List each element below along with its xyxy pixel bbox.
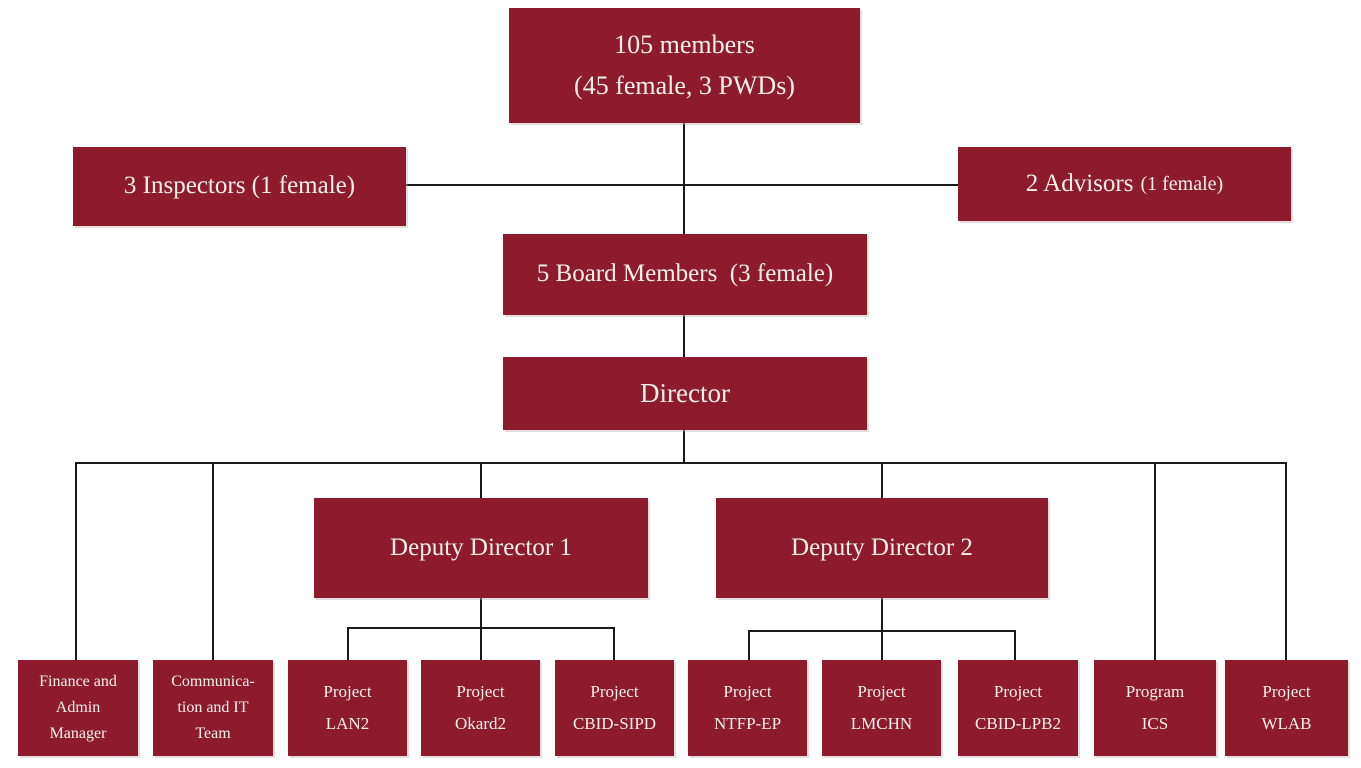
connector-board-director (683, 315, 685, 357)
connector-inspectors-advisors (406, 184, 958, 186)
node-project-lmchn: Project LMCHN (822, 660, 941, 756)
connector-deputy1-cbid-sipd (613, 627, 615, 660)
connector-rail-finance (75, 462, 77, 660)
connector-deputy2-cbid-lpb2 (1014, 630, 1016, 660)
connector-rail-wlab (1285, 462, 1287, 660)
node-advisors-sub: (1 female) (1140, 172, 1224, 195)
node-advisors-main: 2 Advisors (1025, 169, 1134, 197)
node-deputy-director-2: Deputy Director 2 (716, 498, 1048, 598)
connector-rail-comms (212, 462, 214, 660)
node-advisors: 2 Advisors (1 female) (958, 147, 1291, 221)
connector-deputy1-stem (480, 598, 482, 628)
connector-deputy1-lan2 (347, 627, 349, 660)
node-members: 105 members (45 female, 3 PWDs) (509, 8, 860, 123)
connector-deputy2-lmchn (881, 630, 883, 660)
node-project-lan2: Project LAN2 (288, 660, 407, 756)
connector-main-rail (75, 462, 1287, 464)
connector-members-board (683, 123, 685, 234)
node-program-ics: Program ICS (1094, 660, 1216, 756)
node-board-members: 5 Board Members (3 female) (503, 234, 867, 315)
connector-director-rail (683, 430, 685, 463)
node-project-wlab: Project WLAB (1225, 660, 1348, 756)
connector-deputy2-ntfp-ep (748, 630, 750, 660)
node-communication-it-team: Communica- tion and IT Team (153, 660, 273, 756)
node-finance-admin-manager: Finance and Admin Manager (18, 660, 138, 756)
node-project-okard2: Project Okard2 (421, 660, 540, 756)
connector-deputy2-stem (881, 598, 883, 631)
connector-rail-deputy2 (881, 462, 883, 498)
connector-rail-ics (1154, 462, 1156, 660)
connector-rail-deputy1 (480, 462, 482, 498)
node-deputy-director-1: Deputy Director 1 (314, 498, 648, 598)
node-project-ntfp-ep: Project NTFP-EP (688, 660, 807, 756)
node-director: Director (503, 357, 867, 430)
node-project-cbid-sipd: Project CBID-SIPD (555, 660, 674, 756)
connector-deputy1-okard2 (480, 627, 482, 660)
node-inspectors: 3 Inspectors (1 female) (73, 147, 406, 226)
node-project-cbid-lpb2: Project CBID-LPB2 (958, 660, 1078, 756)
